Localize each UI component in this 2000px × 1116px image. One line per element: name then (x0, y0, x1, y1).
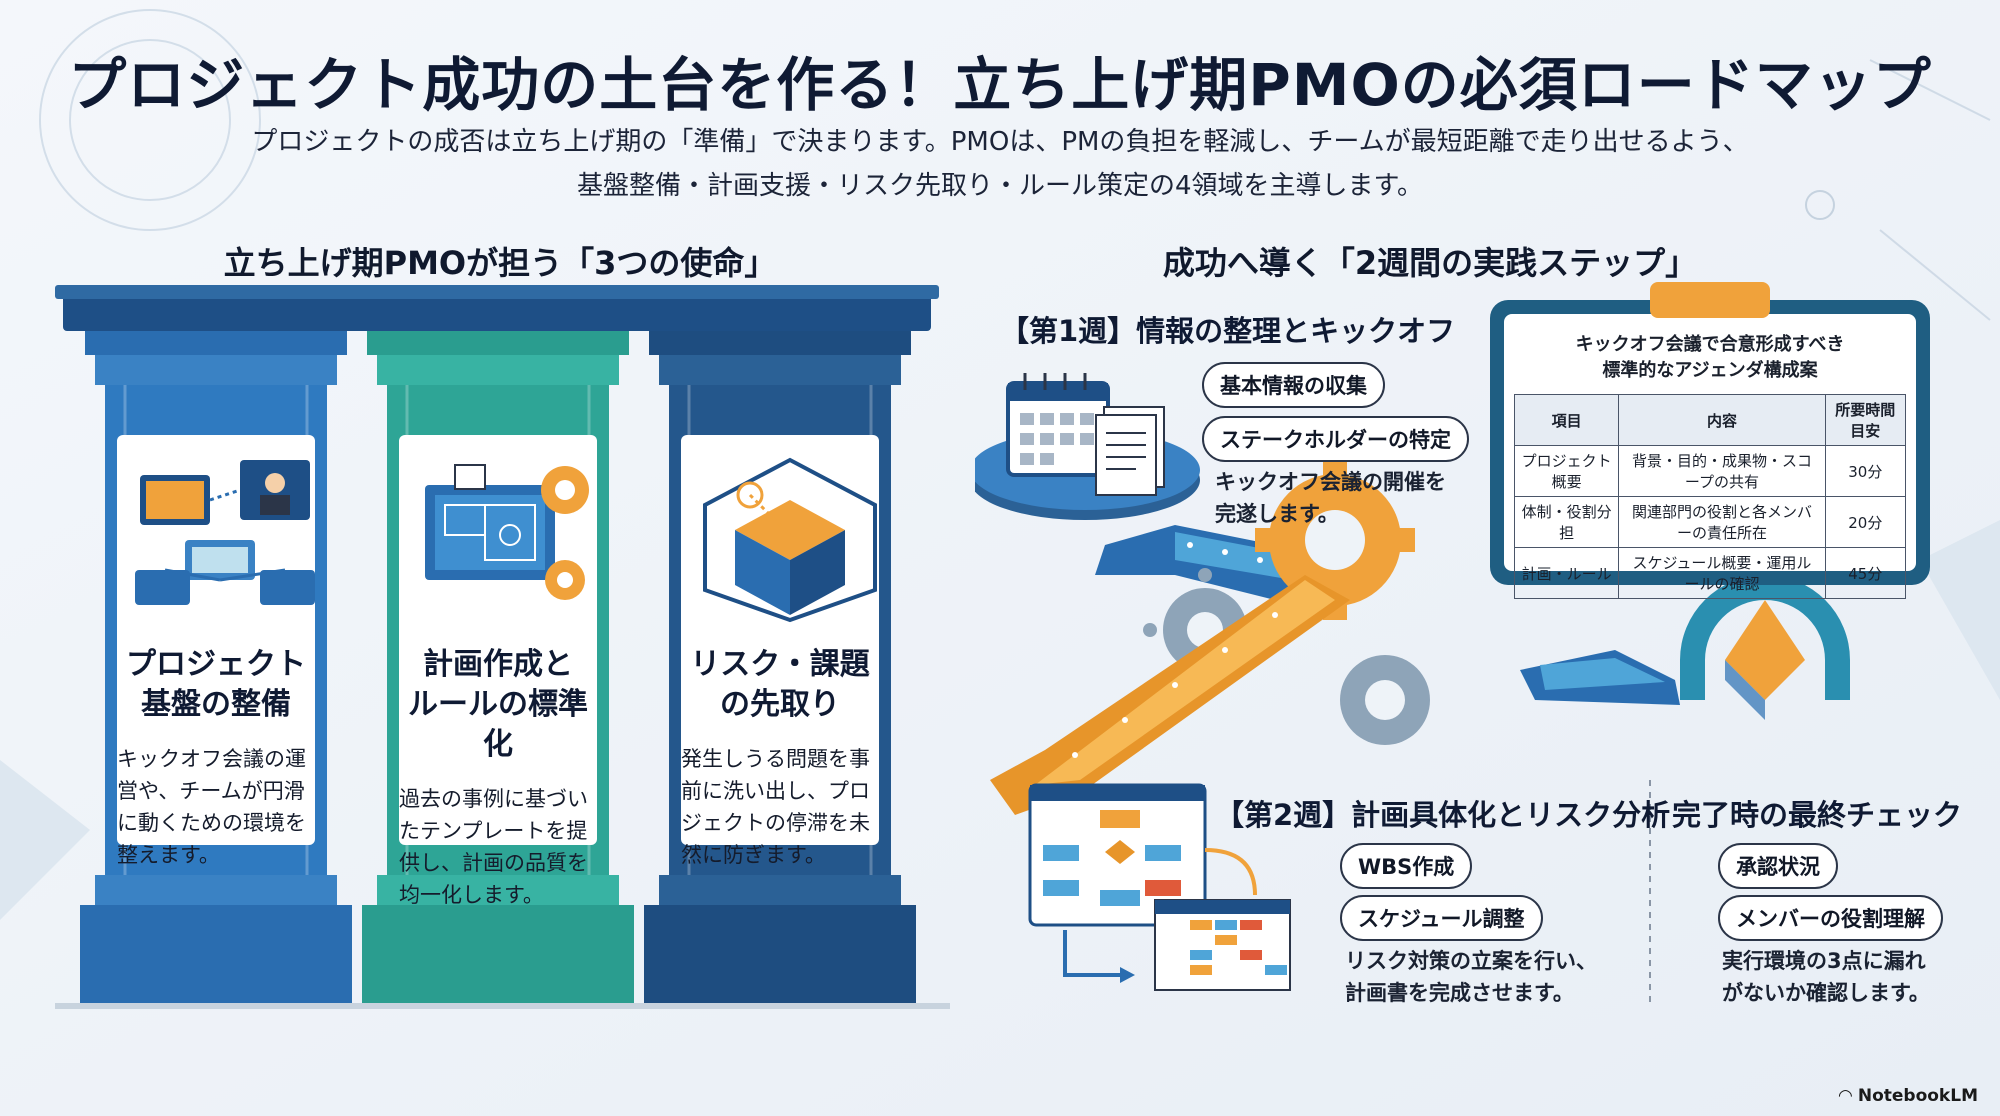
footer-brand: ◠ NotebookLM (1838, 1086, 1978, 1106)
pillar-1-desc: キックオフ会議の運営や、チームが円滑に動くための環境を整えます。 (117, 747, 306, 867)
pillar-3: リスク・課題 の先取り 発生しうる問題を事前に洗い出し、プロジェクトの停滞を未然… (681, 645, 879, 871)
agenda-col-time: 所要時間目安 (1824, 394, 1907, 446)
agenda-board: キックオフ会議で合意形成すべき 標準的なアジェンダ構成案 項目 内容 所要時間目… (1490, 300, 1930, 599)
subtitle-line-1: プロジェクトの成否は立ち上げ期の「準備」で決まります。PMOは、PMの負担を軽減… (251, 127, 1749, 157)
final-check-title: 完了時の最終チェック (1672, 798, 1963, 832)
table-row: プロジェクト概要 背景・目的・成果物・スコープの共有 30分 (1513, 445, 1907, 497)
week1-title: 【第1週】情報の整理とキックオフ (1000, 314, 1456, 348)
pillar-1-title: プロジェクト 基盤の整備 (126, 647, 306, 722)
subtitle-line-2: 基盤整備・計画支援・リスク先取り・ルール策定の4領域を主導します。 (577, 171, 1423, 201)
week2-item-schedule: スケジュール調整 (1340, 895, 1543, 941)
clipboard-clip (1650, 282, 1770, 318)
document-icon (1095, 406, 1165, 496)
week2-item-wbs: WBS作成 (1340, 843, 1473, 889)
page-subtitle: プロジェクトの成否は立ち上げ期の「準備」で決まります。PMOは、PMの負担を軽減… (140, 120, 1860, 208)
pillar-1: プロジェクト 基盤の整備 キックオフ会議の運営や、チームが円滑に動くための環境を… (117, 645, 315, 871)
pillars-graphic (55, 285, 950, 1009)
pillar-2: 計画作成と ルールの標準化 過去の事例に基づいたテンプレートを提供し、計画の品質… (399, 645, 597, 911)
final-note: 実行環境の3点に漏れ がないか確認します。 (1722, 949, 1930, 1005)
week1-item-stakeholder: ステークホルダーの特定 (1202, 416, 1469, 462)
week2-title: 【第2週】計画具体化とリスク分析 (1215, 798, 1671, 832)
steps-heading: 成功へ導く「2週間の実践ステップ」 (1162, 244, 1698, 282)
agenda-col-item: 項目 (1513, 394, 1620, 446)
pillar-2-title: 計画作成と ルールの標準化 (408, 647, 588, 762)
week2-note: リスク対策の立案を行い、 計画書を完成させます。 (1345, 949, 1597, 1005)
week1-item-info-collection: 基本情報の収集 (1202, 362, 1385, 408)
devices-network-icon (135, 460, 315, 605)
week1-note: キックオフ会議の開催を 完遂します。 (1215, 470, 1446, 526)
agenda-table: 項目 内容 所要時間目安 プロジェクト概要 背景・目的・成果物・スコープの共有 … (1513, 394, 1907, 599)
gear-icon (1340, 655, 1430, 745)
roadmap-path (975, 430, 1850, 1005)
table-row: 計画・ルール スケジュール概要・運用ルールの確認 45分 (1513, 547, 1907, 599)
blueprint-gear-icon (425, 464, 589, 600)
final-item-role-understanding: メンバーの役割理解 (1718, 895, 1943, 941)
missions-heading: 立ち上げ期PMOが担う「3つの使命」 (223, 244, 777, 282)
page-title: プロジェクト成功の土台を作る！立ち上げ期PMOの必須ロードマップ (68, 51, 1932, 119)
agenda-board-title: キックオフ会議で合意形成すべき 標準的なアジェンダ構成案 (1575, 334, 1845, 381)
agenda-col-content: 内容 (1618, 394, 1826, 446)
final-item-approval: 承認状況 (1718, 843, 1838, 889)
isometric-cube-icon (703, 457, 877, 623)
table-row: 体制・役割分担 関連部門の役割と各メンバーの責任所在 20分 (1513, 496, 1907, 548)
notebooklm-logo-icon: ◠ (1838, 1086, 1858, 1106)
pillar-2-desc: 過去の事例に基づいたテンプレートを提供し、計画の品質を均一化します。 (399, 787, 588, 907)
flowchart-schedule-icon (1028, 783, 1291, 991)
pillar-3-desc: 発生しうる問題を事前に洗い出し、プロジェクトの停滞を未然に防ぎます。 (681, 747, 870, 867)
gear-icon (1255, 460, 1415, 620)
pillar-3-title: リスク・課題 の先取り (690, 647, 870, 722)
agenda-board-paper: キックオフ会議で合意形成すべき 標準的なアジェンダ構成案 項目 内容 所要時間目… (1504, 314, 1916, 599)
